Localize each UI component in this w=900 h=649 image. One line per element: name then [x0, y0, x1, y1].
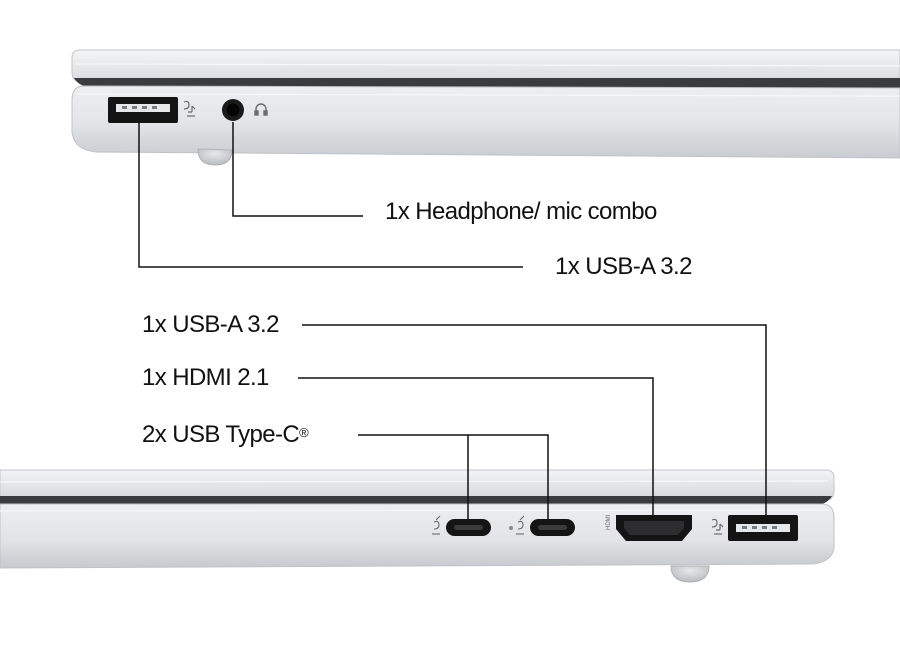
hdmi-icon: HDMI — [606, 514, 612, 530]
leader-line-usb-a-right — [302, 324, 767, 515]
superspeed-usb-icon — [183, 100, 196, 117]
callout-usb-c: 2x USB Type-C® — [142, 421, 309, 449]
leader-line-usb-c — [358, 434, 549, 519]
hdmi-port — [616, 515, 692, 541]
leader-lines — [138, 122, 767, 519]
leader-line-headphone — [232, 122, 363, 217]
usb-a-port — [108, 97, 178, 123]
usb-c-port — [530, 519, 575, 536]
usb-a-port — [728, 515, 798, 541]
laptop-top-view — [71, 49, 900, 166]
callout-usb-a-right: 1x USB-A 3.2 — [142, 311, 279, 338]
callout-headphone: 1x Headphone/ mic combo — [385, 198, 657, 225]
callout-hdmi: 1x HDMI 2.1 — [142, 364, 269, 391]
headphone-jack — [222, 99, 244, 121]
superspeed-usb-c-icon — [516, 515, 525, 535]
headphone-icon — [254, 103, 268, 116]
leader-line-usb-a-left — [138, 123, 523, 268]
charge-indicator-icon — [509, 526, 513, 530]
registered-mark: ® — [299, 425, 309, 440]
usb-c-port — [446, 519, 491, 536]
callout-usb-c-text: 2x USB Type-C — [142, 421, 300, 448]
leader-line-hdmi — [298, 377, 654, 515]
laptop-bottom-view: HDMI — [0, 469, 835, 583]
superspeed-usb-icon — [711, 518, 724, 535]
superspeed-usb-c-icon — [432, 515, 441, 535]
callout-usb-a-left: 1x USB-A 3.2 — [555, 253, 692, 280]
